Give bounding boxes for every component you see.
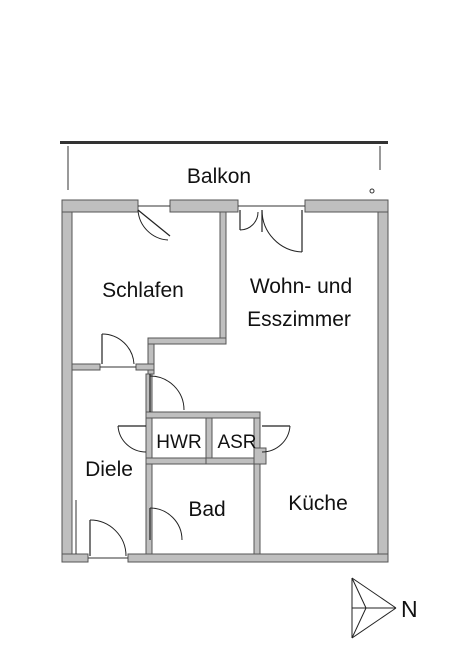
wall-diele-top-left [71,363,101,371]
room-label-balkon: Balkon [187,165,251,188]
door-bad [149,507,183,541]
wall-bad-right [253,417,261,555]
wall-top-right [304,199,389,213]
wall-hwr-asr [205,417,213,463]
wall-hwr-top [145,411,261,419]
door-balcony-wohn [238,205,305,253]
wall-top-left [61,199,139,213]
wall-schlafen-wohn [219,211,227,343]
wall-bottom-right [127,553,389,563]
door-wohn [149,374,185,412]
room-label-wohn-line1: Wohn- und [250,275,352,298]
room-label-diele: Diele [85,458,133,481]
wall-top-mid [169,199,239,213]
room-label-asr: ASR [217,432,256,453]
balcony-railing [60,141,388,194]
doors [88,205,305,559]
wall-asr-bottom [205,457,261,465]
wall-schlafen-bottom [147,337,227,345]
room-label-schlafen: Schlafen [102,279,184,302]
north-arrow-icon: N [351,577,418,639]
wall-left [61,211,73,563]
room-label-hwr: HWR [156,432,201,453]
door-hwr [117,425,147,453]
north-letter: N [401,596,418,622]
railing-top [60,141,388,144]
balcony-drain [369,188,375,194]
wall-hwr-bottom [145,457,209,465]
room-label-wohn-line2: Esszimmer [247,308,351,331]
door-asr [261,425,291,453]
door-entry [88,519,128,559]
door-balcony-schlafen [137,205,171,241]
wall-bottom-left [61,553,89,563]
exterior-walls [61,199,389,563]
room-label-kueche: Küche [288,492,348,515]
door-schlafen [100,333,136,368]
interior-walls [71,211,267,555]
room-label-bad: Bad [188,498,225,521]
wall-diele-top-right [135,363,155,371]
wall-right [377,211,389,563]
